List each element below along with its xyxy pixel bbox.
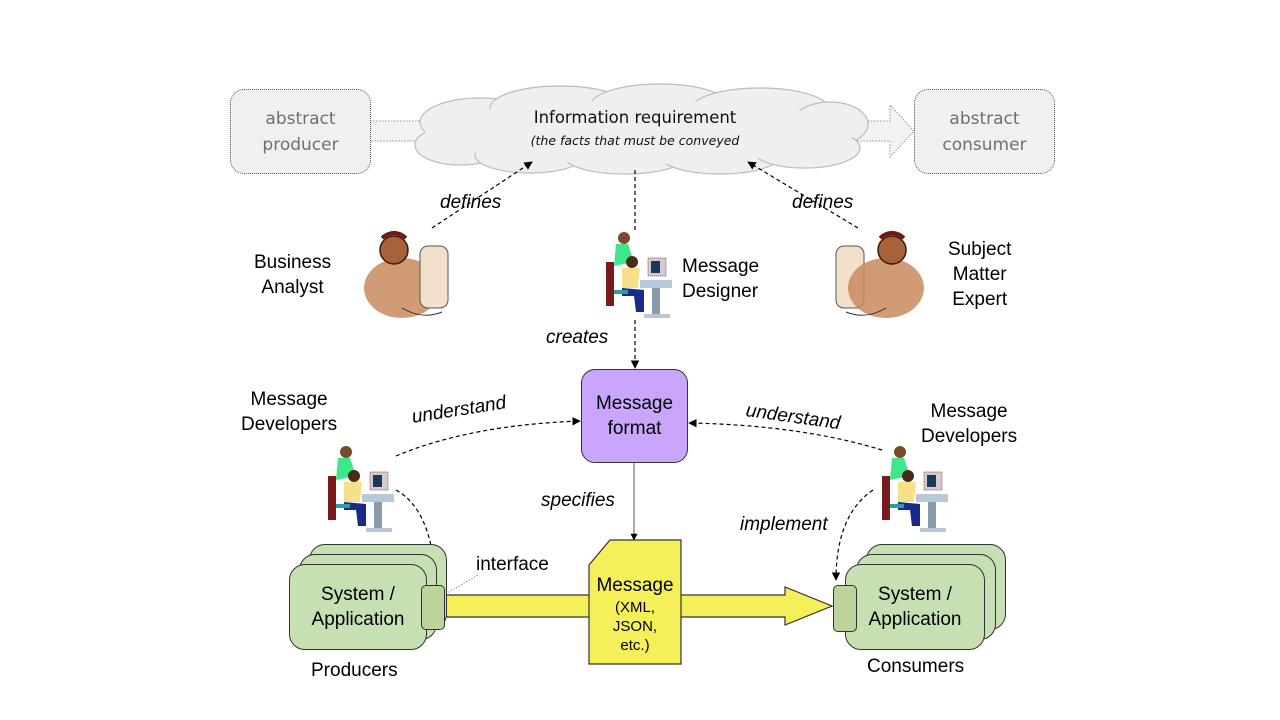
message-format-box: Message format	[581, 369, 688, 463]
message-designer-line2: Designer	[682, 281, 759, 302]
sme-line2: Matter	[952, 264, 1007, 285]
message-text: Message (XML, JSON, etc.)	[589, 574, 681, 655]
producer-system-line2: Application	[311, 609, 405, 630]
understand-right-arrow	[688, 418, 883, 451]
implement-label: implement	[740, 514, 828, 535]
producer-system-line1: System /	[321, 584, 395, 605]
producer-system-label: System / Application	[289, 582, 427, 632]
message-line1: (XML,	[614, 599, 655, 616]
defines-left-label: defines	[440, 192, 502, 213]
dev-right-line2: Developers	[921, 426, 1018, 447]
dev-left-line1: Message	[250, 389, 328, 410]
dev-left-line2: Developers	[241, 414, 338, 435]
business-analyst-figure	[364, 231, 449, 318]
message-line3: etc.)	[620, 637, 650, 654]
producer-implement-arrow	[395, 489, 439, 581]
creates-label: creates	[546, 327, 609, 348]
consumer-system-line1: System /	[878, 584, 952, 605]
abstract-producer-box: abstract producer	[230, 89, 371, 174]
consumer-interface	[833, 585, 857, 632]
abstract-producer-line2: producer	[262, 134, 339, 155]
sme-line3: Expert	[952, 289, 1008, 310]
producer-system-front	[289, 564, 427, 650]
message-developers-left-figure	[328, 446, 394, 532]
abstract-consumer-box: abstract consumer	[914, 89, 1055, 174]
message-document	[588, 539, 682, 665]
business-analyst-line2: Analyst	[261, 277, 324, 298]
defines-right-label: defines	[792, 192, 854, 213]
abstract-consumer-line1: abstract	[949, 108, 1020, 129]
business-analyst-line1: Business	[254, 252, 332, 273]
consumers-caption: Consumers	[867, 656, 965, 677]
dev-right-line1: Message	[930, 401, 1008, 422]
interface-leader-line	[434, 574, 479, 601]
abstract-producer-line1: abstract	[265, 108, 336, 129]
message-format-line2: format	[607, 418, 662, 439]
sme-line1: Subject	[948, 239, 1012, 260]
message-title: Message	[596, 575, 674, 596]
producer-interface	[421, 585, 445, 630]
consumer-system-line2: Application	[868, 609, 962, 630]
information-requirement-cloud	[414, 83, 869, 175]
consumer-implement-arrow	[831, 489, 874, 581]
defines-right-arrow	[747, 161, 859, 229]
cloud-title: Information requirement	[533, 108, 737, 127]
specifies-label: specifies	[541, 490, 615, 511]
consumer-system-label: System / Application	[845, 582, 985, 632]
defines-left-arrow	[431, 161, 533, 229]
message-developers-right-figure	[882, 446, 948, 532]
abstract-consumer-line2: consumer	[942, 134, 1027, 155]
message-designer-line1: Message	[682, 256, 760, 277]
cloud-subtitle: (the facts that must be conveyed	[530, 133, 740, 148]
interface-label: interface	[476, 554, 549, 575]
message-designer-figure	[606, 232, 672, 318]
message-format-line1: Message	[595, 393, 674, 414]
message-line2: JSON,	[612, 618, 658, 635]
understand-left-arrow	[395, 417, 581, 457]
producers-caption: Producers	[311, 660, 398, 681]
subject-matter-expert-figure	[835, 231, 924, 318]
